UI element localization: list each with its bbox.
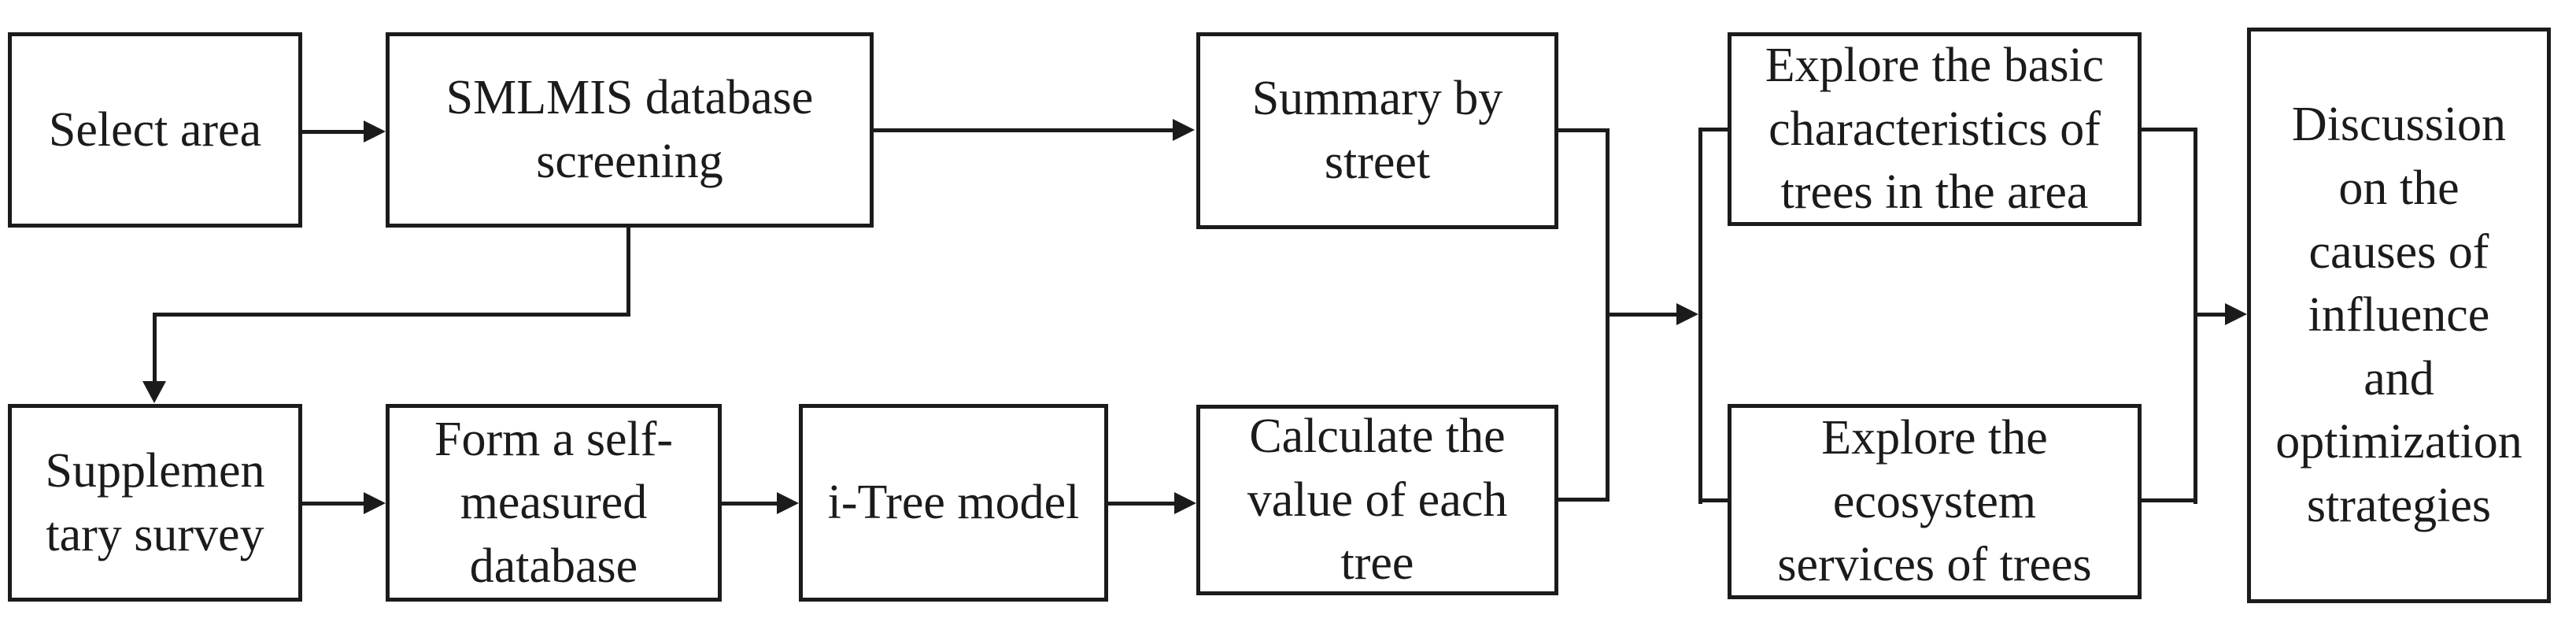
box-itree-label: i-Tree model xyxy=(827,476,1080,530)
arrow-itree-to-calculate-shaft xyxy=(1108,502,1176,506)
arrow-select-to-smlmis-head xyxy=(364,120,386,143)
arrow-select-to-smlmis-shaft xyxy=(301,130,365,134)
arrow-bracket-to-discussion-shaft xyxy=(2193,313,2227,317)
box-explore-basic-label: Explore the basic characteristics of tre… xyxy=(1765,39,2105,220)
box-explore-ecosystem-services: Explore the ecosystem services of trees xyxy=(1728,404,2142,599)
stub-bracket-to-explore-eco xyxy=(1698,498,1730,502)
arrow-form-to-itree-shaft xyxy=(722,502,778,506)
arrow-smlmis-to-summary-shaft xyxy=(874,128,1174,132)
stub-summary-to-merge xyxy=(1558,128,1609,132)
box-explore-eco-label: Explore the ecosystem services of trees xyxy=(1777,411,2092,592)
stub-bracket-to-explore-basic xyxy=(1698,128,1730,131)
box-select-area: Select area xyxy=(8,32,302,228)
box-supplementary-label: Supplemen tary survey xyxy=(45,443,265,561)
elbow-smlmis-horizontal-segment xyxy=(153,313,630,317)
box-smlmis-label: SMLMIS database screening xyxy=(445,71,814,188)
box-smlmis-database-screening: SMLMIS database screening xyxy=(386,32,874,228)
box-supplementary-survey: Supplemen tary survey xyxy=(8,404,302,602)
stub-explore-eco-to-outbracket xyxy=(2139,498,2197,502)
stub-explore-basic-to-outbracket xyxy=(2139,128,2197,131)
box-summary-label: Summary by street xyxy=(1251,72,1503,189)
explore-bracket-vertical-line xyxy=(1698,128,1702,504)
box-form-db-label: Form a self- measured database xyxy=(434,412,674,593)
arrow-form-to-itree-head xyxy=(777,492,799,514)
box-calculate-tree-value: Calculate the value of each tree xyxy=(1196,405,1558,595)
box-discussion-label: Discussion on the causes of influence an… xyxy=(2275,98,2522,532)
box-discussion: Discussion on the causes of influence an… xyxy=(2247,28,2551,603)
arrow-supplementary-to-form-head xyxy=(364,492,386,514)
arrow-smlmis-to-supplementary-head xyxy=(142,381,166,403)
arrow-bracket-to-discussion-head xyxy=(2225,303,2247,325)
box-select-area-label: Select area xyxy=(48,102,262,157)
elbow-smlmis-drop-segment xyxy=(153,313,157,383)
box-summary-by-street: Summary by street xyxy=(1196,32,1558,229)
arrow-merge-to-explore-bracket-shaft xyxy=(1606,313,1678,317)
stub-calculate-to-merge xyxy=(1558,498,1609,502)
box-calculate-label: Calculate the value of each tree xyxy=(1247,409,1508,591)
arrow-merge-to-explore-bracket-head xyxy=(1676,303,1698,325)
elbow-smlmis-down-segment xyxy=(626,227,630,317)
arrow-smlmis-to-summary-head xyxy=(1173,119,1195,141)
box-explore-basic-characteristics: Explore the basic characteristics of tre… xyxy=(1728,32,2142,226)
box-form-self-measured-database: Form a self- measured database xyxy=(386,404,722,602)
arrow-supplementary-to-form-shaft xyxy=(301,502,365,506)
box-itree-model: i-Tree model xyxy=(799,404,1108,602)
arrow-itree-to-calculate-head xyxy=(1174,492,1196,514)
